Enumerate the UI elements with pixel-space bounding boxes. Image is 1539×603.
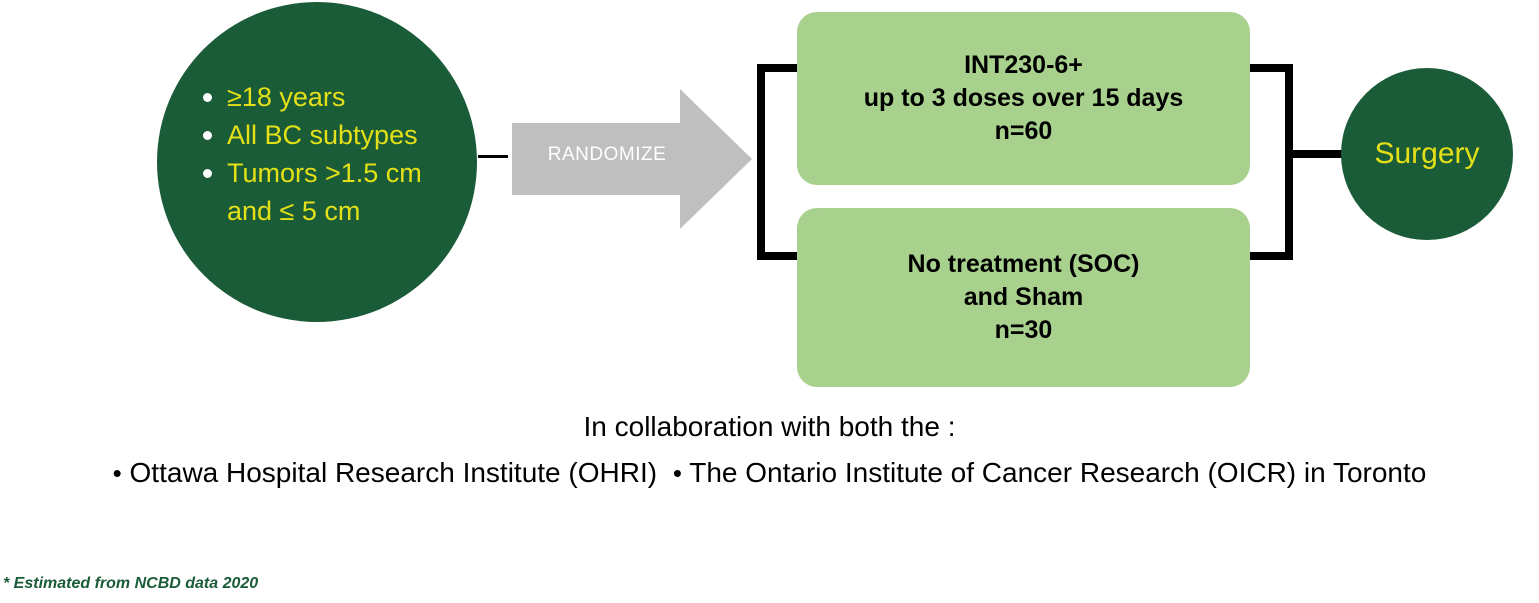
treatment-arm-box: INT230-6+ up to 3 doses over 15 days n=6…: [797, 12, 1250, 185]
bracket-left: [757, 64, 801, 260]
eligibility-circle: ≥18 years All BC subtypes Tumors >1.5 cm…: [157, 2, 477, 322]
eligibility-criterion-label: ≥18 years: [227, 82, 346, 112]
collaboration-partners: • Ottawa Hospital Research Institute (OH…: [0, 457, 1539, 489]
treatment-arm-line-2: up to 3 doses over 15 days: [863, 84, 1184, 112]
collaboration-partner-2: • The Ontario Institute of Cancer Resear…: [673, 457, 1427, 488]
treatment-arm-line-1: INT230-6+: [964, 51, 1083, 79]
bracket-right-bottom-arm: [1245, 252, 1293, 260]
bracket-right: [1245, 64, 1293, 260]
eligibility-criterion-label: All BC subtypes: [227, 120, 418, 150]
bracket-right-top-arm: [1245, 64, 1293, 72]
bullet-icon: [203, 169, 212, 178]
randomize-label: RANDOMIZE: [547, 144, 667, 165]
bullet-icon: [203, 93, 212, 102]
eligibility-criterion-label: and ≤ 5 cm: [227, 196, 361, 226]
connector-bracket-to-surgery: [1289, 150, 1351, 158]
eligibility-criterion-subtype: All BC subtypes: [201, 116, 451, 154]
control-arm-line-2: and Sham: [963, 283, 1084, 311]
bullet-icon: •: [672, 458, 682, 488]
eligibility-criteria-list: ≥18 years All BC subtypes Tumors >1.5 cm…: [201, 78, 451, 230]
control-arm-line-3: n=30: [994, 316, 1053, 344]
collaboration-partner-2-label: The Ontario Institute of Cancer Research…: [689, 457, 1427, 488]
bracket-left-top-arm: [757, 64, 801, 72]
eligibility-criterion-tumor-size-cont: and ≤ 5 cm: [201, 192, 451, 230]
treatment-arm-line-3: n=60: [994, 117, 1053, 145]
surgery-label: Surgery: [1374, 137, 1480, 170]
eligibility-criterion-label: Tumors >1.5 cm: [227, 158, 422, 188]
randomize-arrow-icon: [512, 89, 752, 229]
surgery-circle: Surgery: [1341, 68, 1513, 240]
eligibility-criterion-tumor-size: Tumors >1.5 cm: [201, 154, 451, 192]
bullet-icon: [203, 131, 212, 140]
eligibility-criterion-age: ≥18 years: [201, 78, 451, 116]
bracket-left-spine: [757, 64, 765, 260]
bullet-icon: •: [112, 458, 122, 488]
footnote: * Estimated from NCBD data 2020: [3, 575, 259, 592]
collaboration-partner-1: • Ottawa Hospital Research Institute (OH…: [113, 457, 657, 488]
bracket-right-spine: [1285, 64, 1293, 260]
collaboration-heading: In collaboration with both the :: [583, 411, 956, 442]
control-arm-line-1: No treatment (SOC): [907, 250, 1140, 278]
control-arm-box: No treatment (SOC) and Sham n=30: [797, 208, 1250, 387]
collaboration-partner-1-label: Ottawa Hospital Research Institute (OHRI…: [129, 457, 658, 488]
bracket-left-bottom-arm: [757, 252, 801, 260]
connector-eligibility-to-randomize: [478, 155, 508, 158]
